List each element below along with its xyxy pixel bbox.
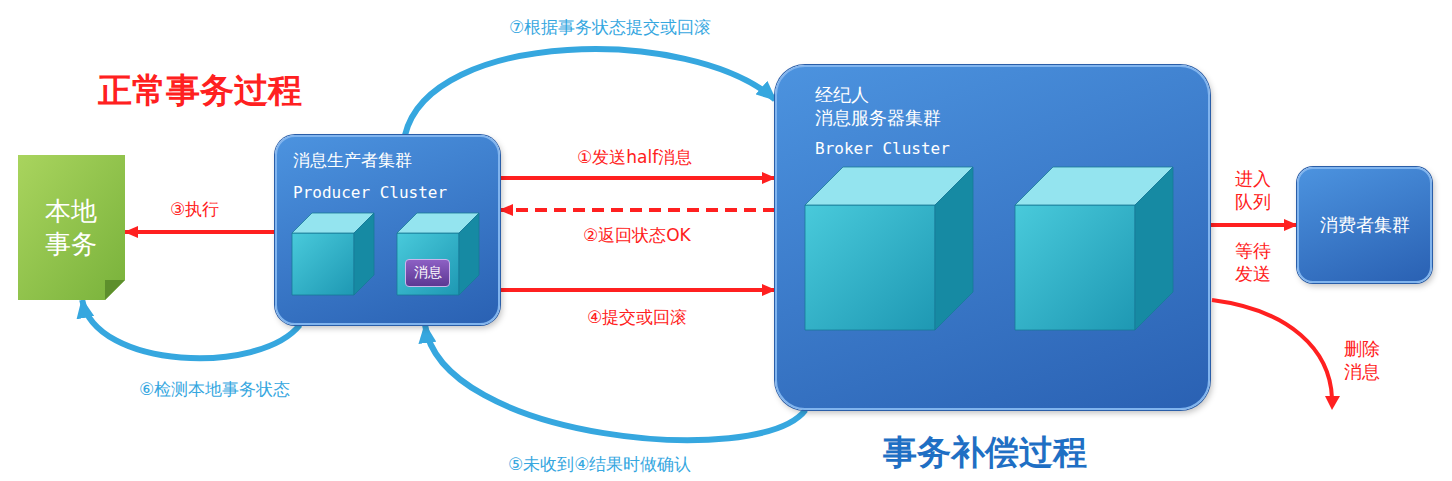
cluster-box: 经纪人 消息服务器集群 Broker Cluster [775, 65, 1210, 410]
arrow-connector [500, 208, 775, 212]
arrow-connector [500, 288, 775, 292]
cube-face [805, 167, 973, 205]
document-shape [18, 155, 125, 300]
node-text: Producer Cluster [293, 183, 447, 204]
server-cube [397, 213, 479, 295]
edge-label: 进入 队列 [1230, 168, 1275, 213]
cube-face [397, 233, 459, 295]
section-heading: 正常事务过程 [96, 69, 304, 112]
cube-face [459, 213, 479, 295]
document-body [18, 155, 125, 300]
cube-face [1015, 205, 1135, 330]
message-box: 消息 [405, 259, 450, 287]
cluster-box: 消费者集群 [1297, 167, 1432, 283]
arrow-connector [1210, 223, 1297, 227]
node-text: Broker Cluster [815, 139, 950, 160]
server-cube [1015, 167, 1173, 330]
edge-label: ③执行 [168, 199, 221, 220]
cluster-box: 消息生产者集群 Producer Cluster 消息 [275, 135, 500, 325]
arrow-connector [82, 300, 300, 358]
flow-note: 删除 消息 [1339, 338, 1384, 383]
arrow-connector [125, 230, 275, 234]
cube-face [1135, 167, 1173, 330]
node-text: 消息 [414, 264, 442, 282]
document-fold [105, 280, 125, 300]
edge-label: ⑤未收到④结果时做确认 [506, 454, 693, 475]
arrow-connector [500, 176, 775, 180]
edge-label: ②返回状态OK [581, 225, 693, 246]
cube-face [805, 205, 935, 330]
cube-face [354, 213, 374, 295]
section-heading: 事务补偿过程 [881, 431, 1089, 474]
cube-face [292, 233, 354, 295]
cube-face [1015, 167, 1173, 205]
cube-face [397, 213, 479, 233]
arrow-connector [405, 49, 775, 135]
edge-label: ⑥检测本地事务状态 [137, 379, 292, 400]
cube-face [292, 213, 374, 233]
document-box: 本地 事务 [18, 155, 125, 300]
cube-face [935, 167, 973, 330]
server-cube [292, 213, 374, 295]
node-text: 消息生产者集群 [293, 149, 412, 171]
node-text: 消费者集群 [1320, 214, 1410, 237]
node-text: 本地 事务 [42, 195, 102, 260]
server-cube [805, 167, 973, 330]
delete-arrowhead [1325, 396, 1340, 410]
node-text: 经纪人 消息服务器集群 [815, 83, 941, 130]
arrow-connector [425, 325, 805, 440]
edge-label: ④提交或回滚 [585, 307, 689, 328]
delete-arrow [1212, 300, 1332, 398]
flow-note: 等待 发送 [1230, 240, 1275, 285]
edge-label: ①发送half消息 [575, 147, 694, 168]
edge-label: ⑦根据事务状态提交或回滚 [507, 17, 713, 38]
